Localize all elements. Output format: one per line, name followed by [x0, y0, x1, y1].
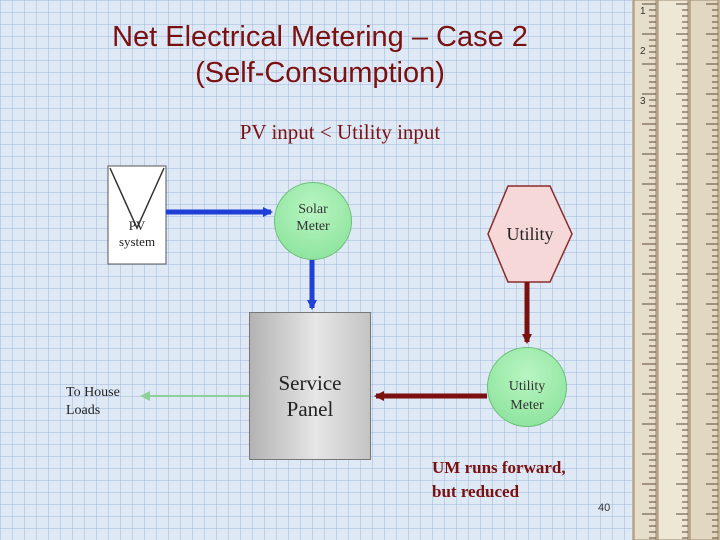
meter-note-line2: but reduced — [432, 482, 520, 501]
slide-subtitle: PV input < Utility input — [239, 120, 441, 144]
utility-meter-label-line2: Meter — [510, 398, 544, 413]
solar-meter-label-line2: Meter — [296, 219, 330, 234]
pv-system-box — [107, 165, 167, 265]
ruler-label-2: 2 — [640, 46, 646, 57]
meter-note-line1: UM runs forward, — [432, 458, 566, 477]
house-loads-label-line2: Loads — [66, 403, 101, 418]
solar-meter-label: Solar Meter — [274, 201, 352, 235]
utility-hexagon — [487, 185, 573, 283]
decorative-ruler: 1 2 3 — [632, 0, 720, 540]
page-number: 40 — [598, 502, 611, 514]
utility-meter-label-line1: Utility — [508, 379, 546, 394]
house-loads-label: To House Loads — [66, 384, 146, 420]
utility-label: Utility — [506, 224, 554, 244]
utility-meter-node — [487, 347, 567, 427]
service-panel-label-line2: Panel — [286, 397, 334, 421]
pv-system-label-line1: PV — [128, 218, 146, 233]
ruler-label-3: 3 — [640, 96, 646, 107]
solar-meter-node — [274, 182, 352, 260]
slide-title-line2: (Self-Consumption) — [195, 57, 445, 89]
house-loads-label-line1: To House — [66, 385, 120, 400]
service-panel-node — [249, 312, 371, 460]
utility-meter-label: Utility Meter — [487, 377, 567, 415]
service-panel-label: Service Panel — [249, 370, 371, 422]
solar-meter-label-line1: Solar — [298, 202, 328, 217]
meter-note: UM runs forward, but reduced — [432, 456, 612, 504]
pv-system-label: PV system — [106, 218, 168, 250]
slide-title-line1: Net Electrical Metering – Case 2 — [112, 21, 528, 53]
service-panel-label-line1: Service — [278, 371, 342, 395]
ruler-label-1: 1 — [640, 6, 646, 17]
pv-system-label-line2: system — [118, 234, 156, 249]
